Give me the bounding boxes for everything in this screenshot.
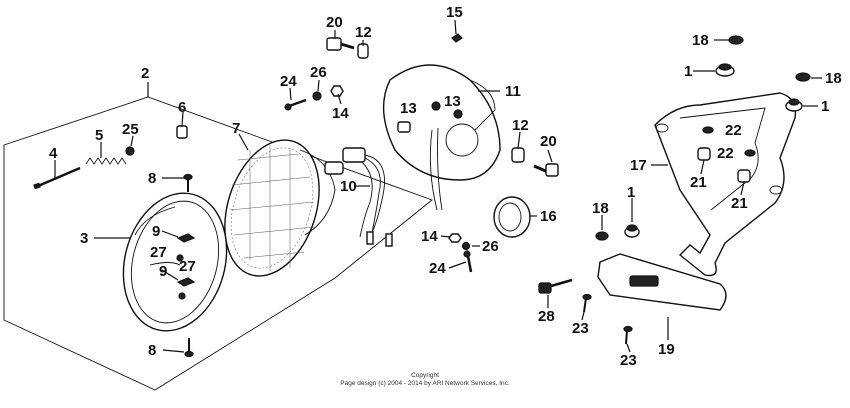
- part-16-ring: [493, 196, 531, 238]
- callout-4: 4: [49, 145, 58, 162]
- part-1-collar-top-right: [785, 98, 803, 112]
- callout-21-right: 21: [731, 195, 748, 212]
- part-1-collar-lower: [624, 224, 640, 238]
- part-24-bolt-lower: [463, 250, 473, 273]
- callout-25: 25: [122, 121, 139, 138]
- part-8-screw-upper: [183, 173, 193, 192]
- part-11-headlight-case: [382, 64, 501, 211]
- part-22-hole-right: [744, 149, 756, 157]
- part-1-collar-top-left: [715, 63, 735, 77]
- callout-1-top-left: 1: [684, 63, 692, 80]
- callout-11: 11: [505, 83, 521, 100]
- part-8-screw-lower: [184, 338, 194, 358]
- part-4-adjusting-screw: [33, 166, 81, 190]
- part-28-bolt: [538, 278, 573, 294]
- part-14-nut-upper: [330, 85, 344, 97]
- callout-28: 28: [538, 308, 555, 325]
- callout-20-upper: 20: [326, 14, 343, 31]
- callout-13-left: 13: [400, 100, 417, 117]
- copyright-text: Page design (c) 2004 - 2014 by ARI Netwo…: [340, 380, 510, 387]
- callout-10: 10: [340, 178, 357, 195]
- callout-18-lower: 18: [592, 200, 609, 217]
- part-3-headlight-rim: [122, 192, 228, 332]
- callout-27-upper: 27: [150, 244, 167, 261]
- callout-14-lower: 14: [421, 228, 438, 245]
- part-27-nut-upper: [176, 254, 184, 262]
- callout-12-upper: 12: [355, 24, 372, 41]
- callout-26-upper: 26: [310, 64, 327, 81]
- callout-1-top-right: 1: [821, 98, 829, 115]
- callout-18-top-left: 18: [692, 32, 709, 49]
- part-25-nut: [125, 146, 135, 156]
- callout-22-upper: 22: [725, 122, 742, 139]
- part-27-nut-lower: [178, 292, 186, 300]
- part-9-screw-upper: [176, 233, 196, 243]
- callout-23-lower: 23: [620, 352, 637, 369]
- copyright-title: Copyright: [411, 372, 439, 379]
- part-18-cushion-lower: [595, 231, 609, 241]
- part-12-collar-upper: [357, 43, 369, 59]
- part-13-grommet-left: [431, 101, 441, 111]
- part-21-rubber-right: [737, 169, 751, 183]
- callout-21-left: 21: [690, 174, 707, 191]
- callout-17: 17: [630, 157, 647, 174]
- part-23-screw-upper: [582, 293, 592, 313]
- callout-7: 7: [232, 120, 240, 137]
- callout-1-lower: 1: [627, 184, 635, 201]
- callout-8-lower: 8: [148, 342, 156, 359]
- callout-9-upper: 9: [152, 223, 160, 240]
- part-26-washer-upper: [312, 91, 322, 101]
- part-21-rubber-left: [697, 147, 711, 161]
- callout-6: 6: [178, 99, 186, 116]
- callout-23-upper: 23: [572, 320, 589, 337]
- part-20-bolt-upper: [326, 37, 355, 51]
- part-6-clip: [176, 125, 188, 139]
- part-10-socket-harness: [342, 147, 393, 247]
- leader-lines: [54, 19, 822, 353]
- callout-18-top-right: 18: [825, 70, 842, 87]
- part-20-bolt-lower: [533, 163, 559, 177]
- part-17-bracket: [654, 92, 797, 277]
- part-14-nut-lower: [448, 233, 462, 243]
- callout-labels: 2 4 5 25 6 7 8 8 3 9 9 27 27 10 20 12 24…: [49, 4, 842, 369]
- part-15-screw: [451, 33, 463, 43]
- part-9-screw-lower: [176, 277, 196, 287]
- part-5-spring: [85, 157, 127, 165]
- part-18-cushion-top-right: [795, 72, 811, 82]
- callout-27-lower: 27: [179, 258, 196, 275]
- part-22-hole-left: [702, 126, 714, 134]
- part-18-cushion-top-left: [728, 35, 744, 45]
- callout-12-lower: 12: [512, 117, 529, 134]
- callout-26-lower: 26: [482, 238, 499, 255]
- part-26-washer-lower: [461, 241, 471, 251]
- copyright-notice: Copyright Page design (c) 2004 - 2014 by…: [300, 372, 550, 388]
- part-23-screw-lower: [623, 325, 633, 345]
- callout-9-lower: 9: [159, 263, 167, 280]
- callout-24-upper: 24: [280, 73, 297, 90]
- part-13-grommet-right: [453, 109, 463, 119]
- callout-22-lower: 22: [717, 145, 734, 162]
- callout-8-upper: 8: [148, 170, 156, 187]
- callout-19: 19: [658, 341, 675, 358]
- callout-2: 2: [141, 65, 149, 82]
- callout-3: 3: [80, 230, 88, 247]
- callout-13-right: 13: [444, 93, 461, 110]
- callout-14-upper: 14: [332, 105, 349, 122]
- callout-15: 15: [446, 4, 463, 21]
- callout-24-lower: 24: [429, 260, 446, 277]
- callout-16: 16: [540, 208, 557, 225]
- part-12-collar-lower: [511, 147, 525, 163]
- part-7-sealed-beam-unit: [224, 139, 344, 277]
- part-19-emblem-bar: [597, 253, 727, 311]
- callout-20-lower: 20: [540, 133, 557, 150]
- callout-5: 5: [95, 127, 103, 144]
- part-24-bolt-upper: [284, 98, 307, 111]
